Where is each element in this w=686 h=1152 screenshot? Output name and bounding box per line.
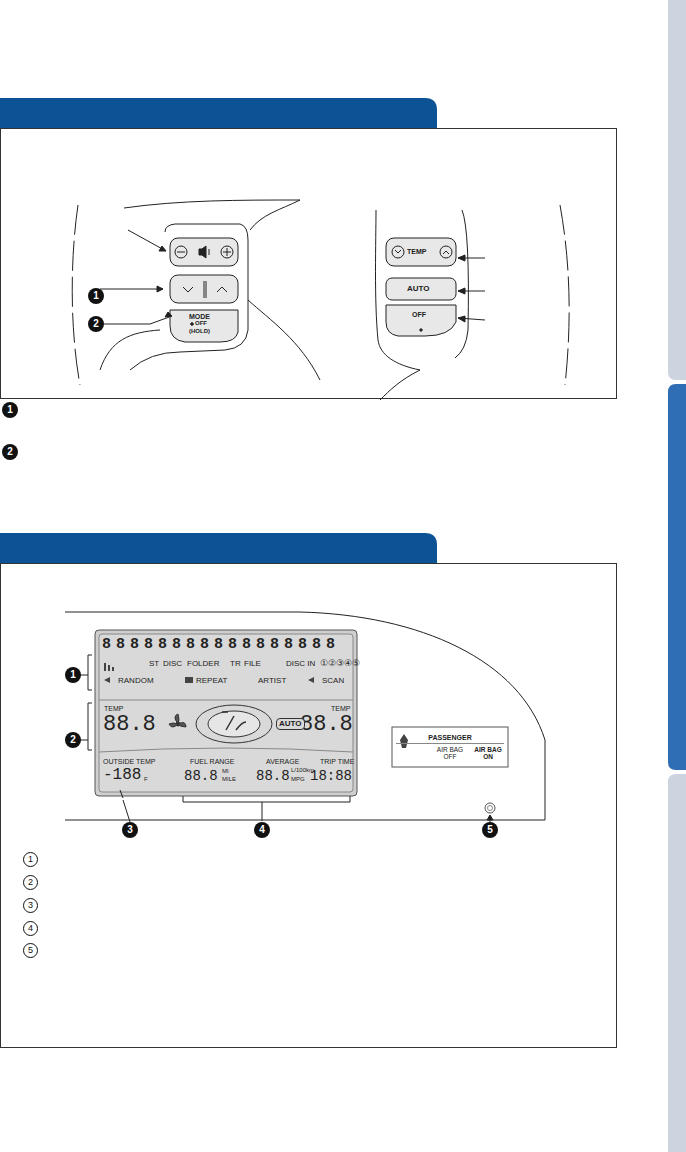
printed-label: TEMP xyxy=(104,705,123,712)
callout-number: 3 xyxy=(122,822,138,838)
printed-label: (HOLD) xyxy=(189,328,210,334)
callout-number: 5 xyxy=(482,822,498,838)
callout-number: 1 xyxy=(65,667,81,683)
printed-label: REPEAT xyxy=(196,677,227,685)
printed-label: OUTSIDE TEMP xyxy=(103,758,155,765)
printed-label: DISC xyxy=(163,660,182,668)
printed-label: AVERAGE xyxy=(266,758,299,765)
callout-number: 4 xyxy=(23,921,38,936)
node-text: AUTO xyxy=(279,720,302,728)
printed-label: MILE xyxy=(222,776,236,782)
printed-label: SCAN xyxy=(322,677,344,685)
callout-number: 5 xyxy=(23,943,38,958)
printed-label: DISC IN xyxy=(286,660,315,668)
printed-label: MODE xyxy=(189,313,210,320)
node-text: PASSENGER xyxy=(396,734,504,744)
printed-label: TEMP xyxy=(407,248,426,255)
printed-label: ①②③④⑤ xyxy=(320,659,360,668)
printed-label: TR xyxy=(230,660,241,668)
callout-number: 2 xyxy=(88,316,104,332)
printed-label: 88.8 xyxy=(300,714,353,736)
printed-label: FUEL RANGE xyxy=(190,758,234,765)
printed-label: MPG xyxy=(291,776,305,782)
printed-label: F xyxy=(144,776,148,782)
printed-label: AUTO xyxy=(407,285,430,293)
printed-label: 88888888888888888 xyxy=(102,637,340,652)
callout-number: 2 xyxy=(65,732,81,748)
printed-label: OFF xyxy=(195,320,207,326)
printed-label: ARTIST xyxy=(258,677,286,685)
printed-label: TEMP xyxy=(331,705,350,712)
callout-number: 4 xyxy=(254,822,270,838)
node-text: AIR BAG OFF xyxy=(434,747,466,761)
printed-label: 88.8 xyxy=(103,714,156,736)
printed-label: FOLDER xyxy=(187,660,219,668)
callout-number: 1 xyxy=(2,402,18,418)
printed-label: 18:88 xyxy=(310,769,352,783)
airbag-indicator: PASSENGER AIR BAG OFF AIR BAG ON xyxy=(393,732,507,763)
printed-label: FILE xyxy=(244,660,261,668)
node-text: AIR BAG ON xyxy=(472,747,504,761)
printed-label: -188 xyxy=(103,767,141,783)
printed-label: 88.8 xyxy=(184,769,218,783)
auto-badge: AUTO xyxy=(276,718,305,730)
callout-number: 2 xyxy=(23,875,38,890)
printed-label: RANDOM xyxy=(118,677,154,685)
printed-label: OFF xyxy=(412,311,426,318)
callout-number: 3 xyxy=(23,898,38,913)
printed-label: MI xyxy=(222,768,229,774)
callout-number: 1 xyxy=(88,288,104,304)
callout-number: 1 xyxy=(23,852,38,867)
printed-label: ST xyxy=(149,660,159,668)
callout-number: 2 xyxy=(2,444,18,460)
printed-label: 88.8 xyxy=(256,769,290,783)
printed-label: TRIP TIME xyxy=(320,758,354,765)
